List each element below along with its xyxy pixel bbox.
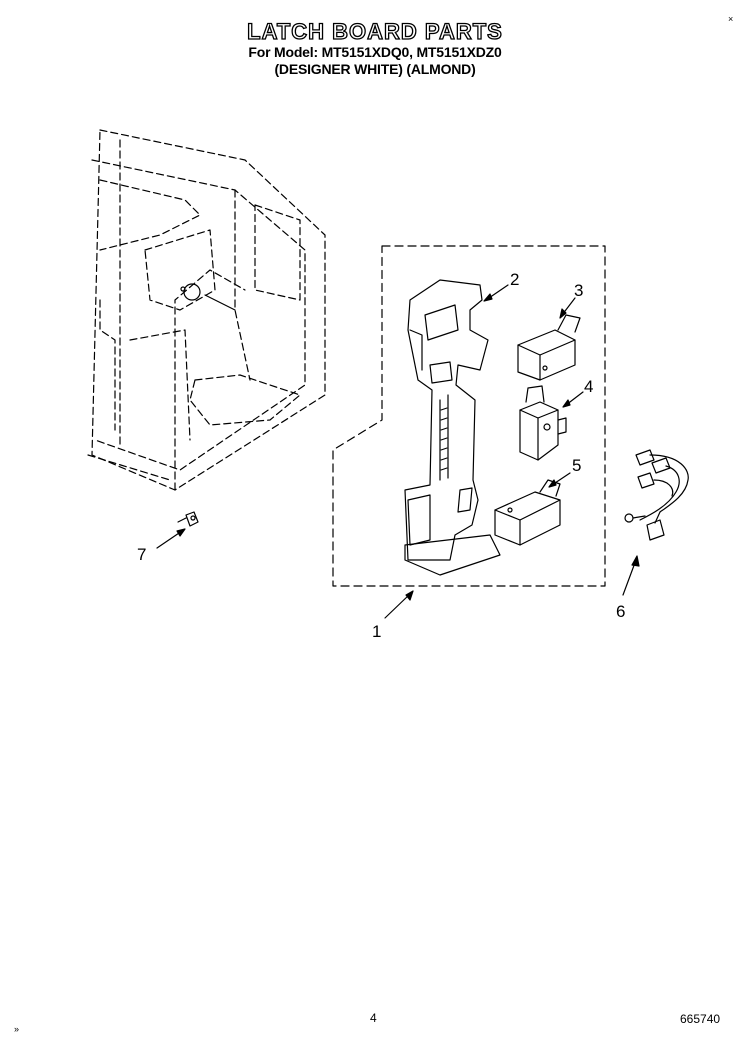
screw bbox=[177, 511, 199, 527]
model-line: For Model: MT5151XDQ0, MT5151XDZ0 bbox=[248, 44, 502, 60]
document-code: 665740 bbox=[680, 1012, 721, 1026]
latch-board-hatching bbox=[440, 407, 448, 471]
page-title: LATCH BOARD PARTS bbox=[246, 19, 503, 44]
wire-harness bbox=[624, 449, 689, 541]
corner-mark-bottom-left: » bbox=[14, 1024, 20, 1034]
switch-part-5 bbox=[494, 479, 561, 546]
callout-1: 1 bbox=[372, 622, 381, 641]
callout-4: 4 bbox=[584, 377, 593, 396]
callout-3: 3 bbox=[574, 281, 583, 300]
switch-part-3 bbox=[517, 314, 581, 381]
page-number: 4 bbox=[370, 1011, 377, 1025]
latch-board bbox=[404, 279, 501, 576]
microwave-cabinet-outline bbox=[87, 129, 326, 491]
latch-assembly-enclosure bbox=[332, 245, 606, 587]
corner-mark-top-right: × bbox=[728, 14, 734, 24]
callout-6: 6 bbox=[616, 602, 625, 621]
header: LATCH BOARD PARTS For Model: MT5151XDQ0,… bbox=[0, 19, 750, 78]
callout-5: 5 bbox=[572, 456, 581, 475]
callout-2: 2 bbox=[510, 270, 519, 289]
switch-part-4 bbox=[519, 385, 567, 461]
leader-arrows bbox=[156, 284, 640, 619]
color-line: (DESIGNER WHITE) (ALMOND) bbox=[274, 61, 476, 77]
cabinet-details bbox=[180, 283, 236, 311]
callout-7: 7 bbox=[137, 545, 146, 564]
